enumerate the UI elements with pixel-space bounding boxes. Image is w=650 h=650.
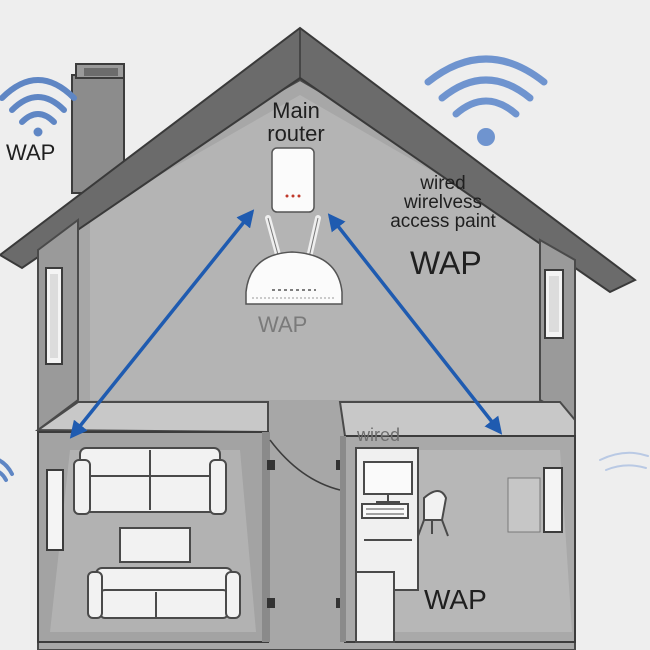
router-icon — [271, 147, 315, 213]
router-icon — [245, 215, 343, 305]
window-icon — [45, 267, 63, 365]
wap-label-center: WAP — [258, 312, 308, 337]
signal-arrow-left — [69, 209, 255, 439]
coffee-table — [119, 527, 191, 563]
signal-arrow-right — [327, 213, 503, 435]
sofa-icon — [73, 447, 227, 515]
wifi-signal-icon — [599, 451, 649, 471]
wap-label-top-left: WAP — [6, 140, 56, 165]
wifi-signal-icon — [0, 77, 77, 137]
chair-icon — [417, 490, 449, 537]
floor-slab — [34, 401, 269, 434]
sofa-icon — [87, 567, 241, 619]
wifi-signal-icon — [424, 55, 548, 146]
wired-wireless-access-point-label: wired wirelvess access paint — [390, 173, 496, 232]
wifi-signal-icon — [0, 458, 14, 482]
wap-label-bottom-right: WAP — [424, 584, 487, 615]
wired-label-office: wired — [357, 425, 401, 445]
window-icon — [544, 269, 564, 339]
roof — [0, 26, 637, 294]
window-icon — [543, 467, 563, 533]
main-router-label: Main router — [267, 98, 325, 147]
window-icon — [46, 469, 64, 551]
desk-icon — [355, 447, 419, 643]
wap-label-upper-right: WAP — [410, 245, 482, 281]
